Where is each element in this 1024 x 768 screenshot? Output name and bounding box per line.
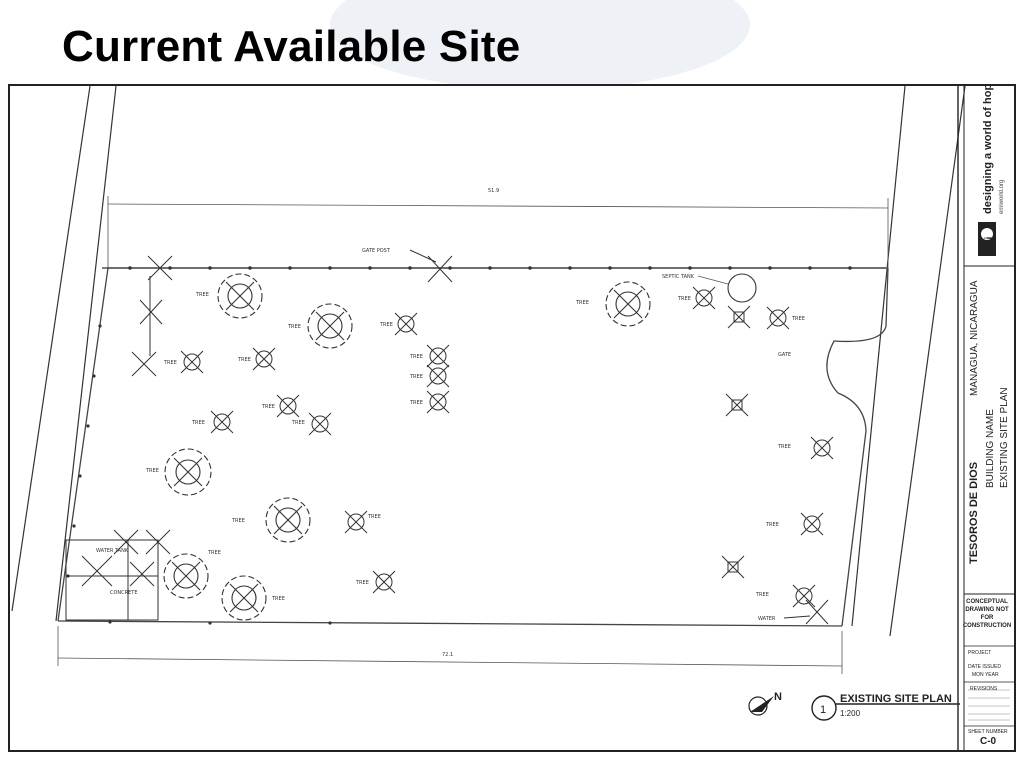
date-label: DATE ISSUED: [968, 664, 1001, 670]
title-block: emi designing a world of hope emiworld.o…: [957, 86, 1014, 750]
bottom-dimension: [57, 626, 843, 674]
road-edges: [11, 86, 966, 637]
tree-label: TREE: [291, 420, 305, 426]
tree-label: TREE: [287, 324, 301, 330]
site-plan-drawing: 51.9 72.1: [11, 86, 1014, 750]
small-trees: [180, 286, 834, 608]
emi-logo: emi: [978, 222, 996, 256]
tree-label: TREE: [409, 374, 423, 380]
tree-label: TREE: [261, 404, 275, 410]
tree-large-icon: [221, 575, 267, 621]
project-location: MANAGUA, NICARAGUA: [969, 280, 980, 396]
tree-label: TREE: [575, 300, 589, 306]
tree-large-icon: [217, 273, 263, 319]
water-label: WATER: [758, 616, 776, 622]
top-dimension-label: 51.9: [488, 188, 499, 194]
sheet-number: C-0: [980, 736, 997, 747]
building-name: BUILDING NAME: [985, 409, 996, 488]
status-note: CONCEPTUAL DRAWING NOT FOR CONSTRUCTION: [962, 599, 1012, 629]
tree-label: TREE: [207, 550, 221, 556]
gate-post-label: GATE POST: [362, 248, 391, 254]
tree-large-icon: [307, 303, 353, 349]
tree-label: TREE: [231, 518, 245, 524]
tagline: designing a world of hope: [982, 86, 994, 214]
gate-post-marker: [131, 249, 453, 377]
top-dimension: [107, 196, 889, 270]
septic-tank-symbol: [727, 273, 757, 303]
fence-line: [66, 266, 886, 625]
tree-label: TREE: [409, 354, 423, 360]
large-trees: [163, 273, 651, 621]
view-number: 1: [820, 704, 826, 716]
logo-text: emi: [984, 237, 995, 254]
tree-label: TREE: [191, 420, 205, 426]
tree-label: TREE: [409, 400, 423, 406]
tree-label: TREE: [145, 468, 159, 474]
sheet-title: EXISTING SITE PLAN: [999, 387, 1010, 488]
tree-large-icon: [605, 281, 651, 327]
tree-labels: TREE TREE TREE TREE TREE TREE TREE TREE …: [145, 292, 805, 602]
sheet-number-label: SHEET NUMBER: [968, 729, 1008, 735]
tree-large-icon: [265, 497, 311, 543]
tree-label: TREE: [791, 316, 805, 322]
view-title: EXISTING SITE PLAN: [840, 693, 952, 705]
north-label: N: [774, 691, 782, 703]
view-title-block: 1 EXISTING SITE PLAN 1:200: [811, 693, 960, 721]
water-tank-label: WATER TANK: [96, 548, 129, 554]
tree-large-icon: [163, 553, 209, 599]
tree-label: TREE: [755, 592, 769, 598]
water-marker: [783, 599, 829, 625]
tree-label: TREE: [237, 357, 251, 363]
drawing-sheet: 51.9 72.1: [8, 84, 1016, 752]
view-scale: 1:200: [840, 709, 861, 718]
bottom-dimension-label: 72.1: [442, 652, 453, 658]
date-value: MON YEAR: [972, 672, 999, 678]
slide-title: Current Available Site: [62, 22, 521, 71]
north-arrow-icon: N: [748, 691, 782, 716]
tree-label: TREE: [677, 296, 691, 302]
tree-label: TREE: [367, 514, 381, 520]
tree-label: TREE: [355, 580, 369, 586]
gate-label: GATE: [778, 352, 791, 358]
septic-tank-label: SEPTIC TANK: [662, 274, 695, 280]
concrete-label: CONCRETE: [110, 590, 138, 596]
website: emiworld.org: [999, 180, 1005, 214]
tree-label: TREE: [777, 444, 791, 450]
tree-label: TREE: [195, 292, 209, 298]
tree-large-icon: [164, 448, 212, 496]
project-name: TESOROS DE DIOS: [968, 462, 980, 564]
tree-label: TREE: [271, 596, 285, 602]
project-label: PROJECT: [968, 650, 992, 656]
square-markers: [721, 305, 751, 579]
tree-label: TREE: [163, 360, 177, 366]
tree-label: TREE: [379, 322, 393, 328]
revisions-label: REVISIONS: [970, 686, 998, 692]
water-tank-area: [65, 529, 171, 621]
tree-label: TREE: [765, 522, 779, 528]
